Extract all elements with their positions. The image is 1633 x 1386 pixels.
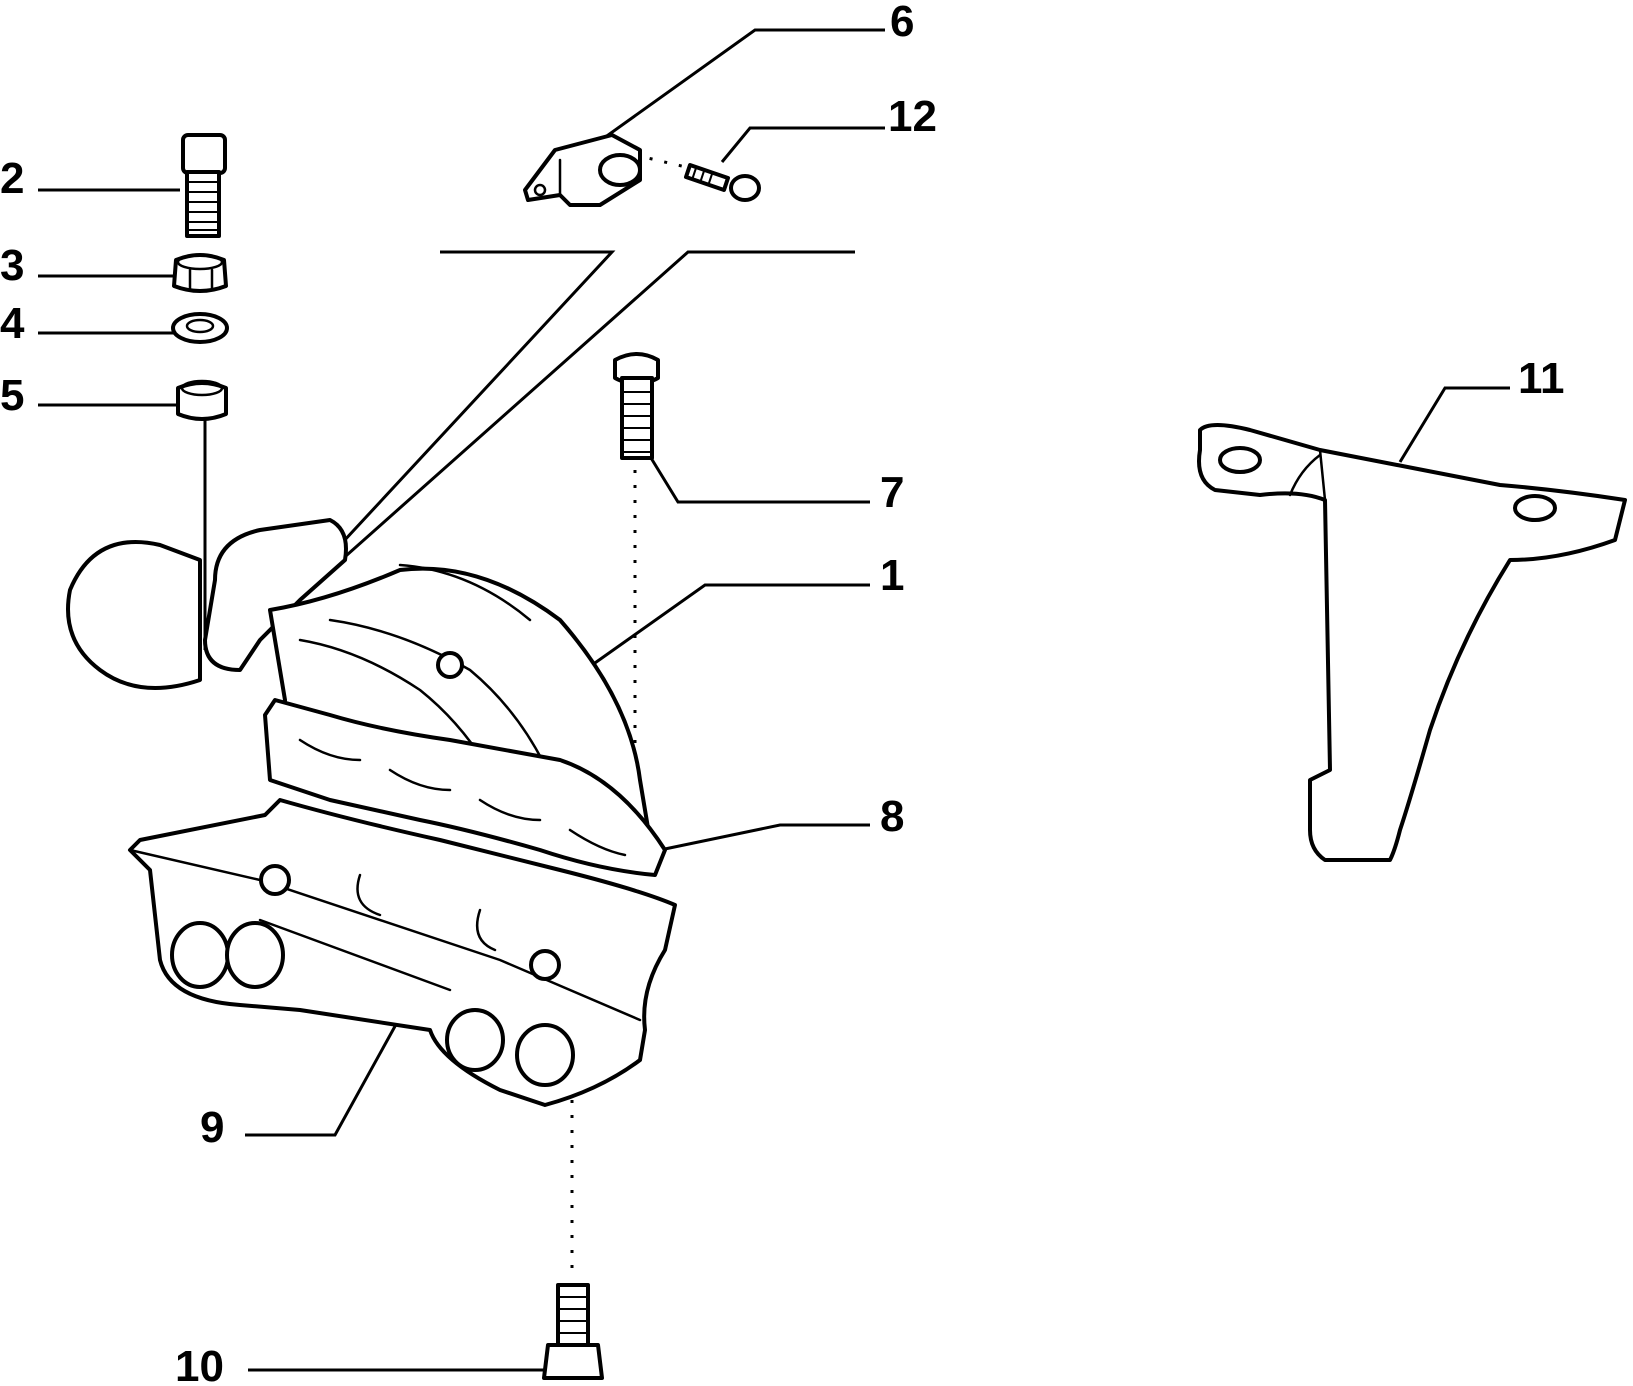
part-11-bracket (1197, 423, 1627, 862)
part-2-bolt (181, 133, 227, 238)
part-4-washer (171, 312, 229, 344)
leader-1 (584, 583, 870, 672)
part-3-ring (172, 253, 228, 293)
callout-labels: 2 3 4 5 6 12 7 1 8 9 10 11 (0, 0, 1565, 1386)
callout-1: 1 (880, 551, 904, 600)
leader-6 (589, 28, 885, 150)
leader-8 (659, 823, 870, 852)
part-10-bolt (542, 1283, 604, 1380)
callout-5: 5 (0, 371, 24, 420)
leader-shared-left (276, 250, 616, 614)
leader-lines (38, 28, 1510, 1372)
callout-8: 8 (880, 792, 904, 841)
callout-3: 3 (0, 241, 24, 290)
part-9-lower-manifold (128, 798, 677, 1107)
axis-line-6-12 (634, 153, 691, 170)
leader-shared-right (284, 250, 855, 612)
callout-11: 11 (1518, 354, 1565, 403)
callout-9: 9 (200, 1103, 224, 1152)
leader-9 (245, 989, 417, 1137)
callout-2: 2 (0, 154, 24, 203)
callout-4: 4 (0, 299, 25, 348)
leader-12 (720, 126, 885, 163)
leader-11 (1398, 386, 1510, 463)
callout-12: 12 (888, 92, 937, 141)
callout-7: 7 (880, 468, 904, 517)
part-12-screw (684, 163, 761, 202)
callout-10: 10 (175, 1342, 224, 1386)
callout-6: 6 (890, 0, 914, 46)
part-8-gasket (263, 698, 667, 877)
leader-7 (638, 439, 870, 504)
part-6-sensor (523, 133, 642, 207)
part-7-bolt (613, 352, 660, 460)
part-5-nut (176, 379, 228, 421)
